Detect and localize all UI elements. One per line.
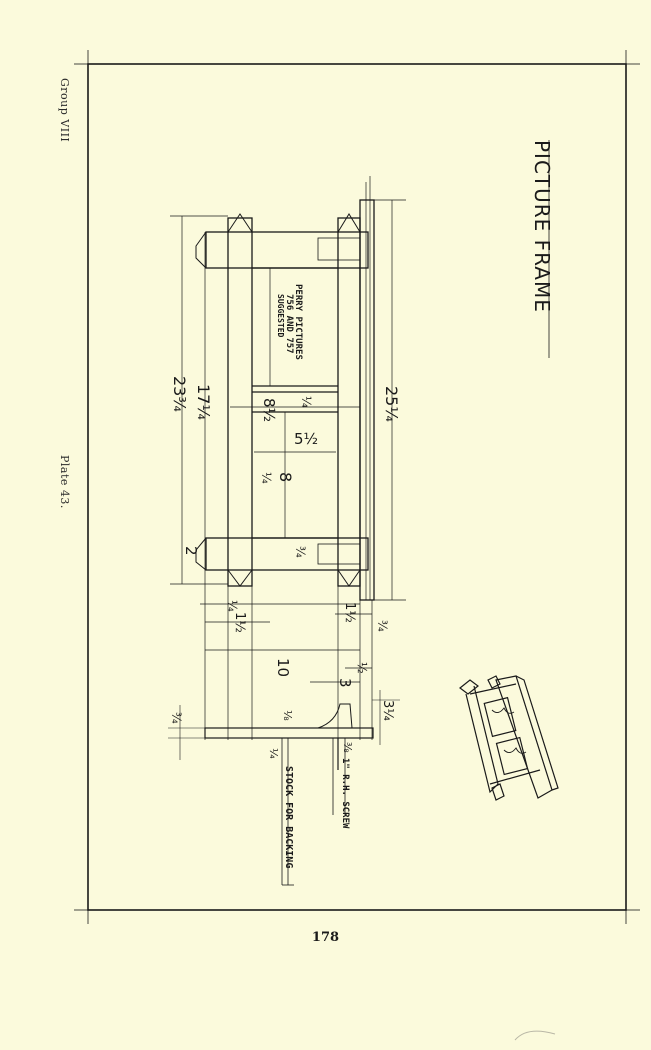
dim-ten: 10 <box>274 658 292 677</box>
page-number: 178 <box>311 930 340 945</box>
plate-label: Plate 43. <box>58 455 71 509</box>
dim-one-half-b: 1½ <box>342 602 357 623</box>
dimension-texts: 25¼ 23¾ 17¼ 8½ 5½ 8 ¼ ¼ ¾ 2 ¼ 1½ 1½ ¾ 10… <box>169 376 401 759</box>
dim-half: ½ <box>355 662 369 674</box>
dim-quarter-a: ¼ <box>299 396 313 408</box>
stain-mark <box>514 1030 556 1041</box>
dim-overall-length: 25¼ <box>382 386 401 422</box>
dim-eighth: ⅛ <box>281 710 294 721</box>
dim-opening-8: 8 <box>276 472 295 482</box>
dim-three-eighth: ⅜ <box>341 742 354 753</box>
note-line-3: SUGGESTED <box>276 294 285 338</box>
dim-two: 2 <box>182 546 200 556</box>
screw-label: 1" R.H. SCREW <box>340 758 350 829</box>
picture-note: PERRY PICTURES 756 AND 757 SUGGESTED <box>276 284 303 360</box>
dim-length-23: 23¾ <box>170 376 189 412</box>
group-label: Group VIII <box>58 78 71 143</box>
drawing-title: PICTURE FRAME <box>530 140 554 313</box>
sheet-border <box>74 50 640 924</box>
dim-opening-8-half: 8½ <box>260 398 278 422</box>
note-line-1: PERRY PICTURES <box>293 284 303 360</box>
dim-opening-5-half: 5½ <box>294 430 318 448</box>
dim-three-quarter-a: ¾ <box>293 546 307 558</box>
dim-quarter-c: ¼ <box>267 748 280 759</box>
note-line-2: 756 AND 757 <box>284 294 294 354</box>
dim-one-half: 1½ <box>232 612 247 633</box>
dim-three-quarter-d: ¾ <box>169 712 183 724</box>
frame-elevation <box>195 176 375 601</box>
dimension-lines <box>170 199 406 740</box>
dim-three-quarter-c: 3¼ <box>380 700 395 721</box>
dim-quarter-b: ¼ <box>259 472 273 484</box>
perspective-sketch <box>459 675 559 801</box>
dim-one-quarter-a: ¼ <box>225 600 239 612</box>
stock-label: STOCK FOR BACKING <box>283 766 294 868</box>
dim-length-17: 17¼ <box>194 384 213 420</box>
end-section <box>168 690 400 886</box>
dim-three-quarter-b: ¾ <box>375 620 389 632</box>
dim-three: 3 <box>336 678 354 688</box>
